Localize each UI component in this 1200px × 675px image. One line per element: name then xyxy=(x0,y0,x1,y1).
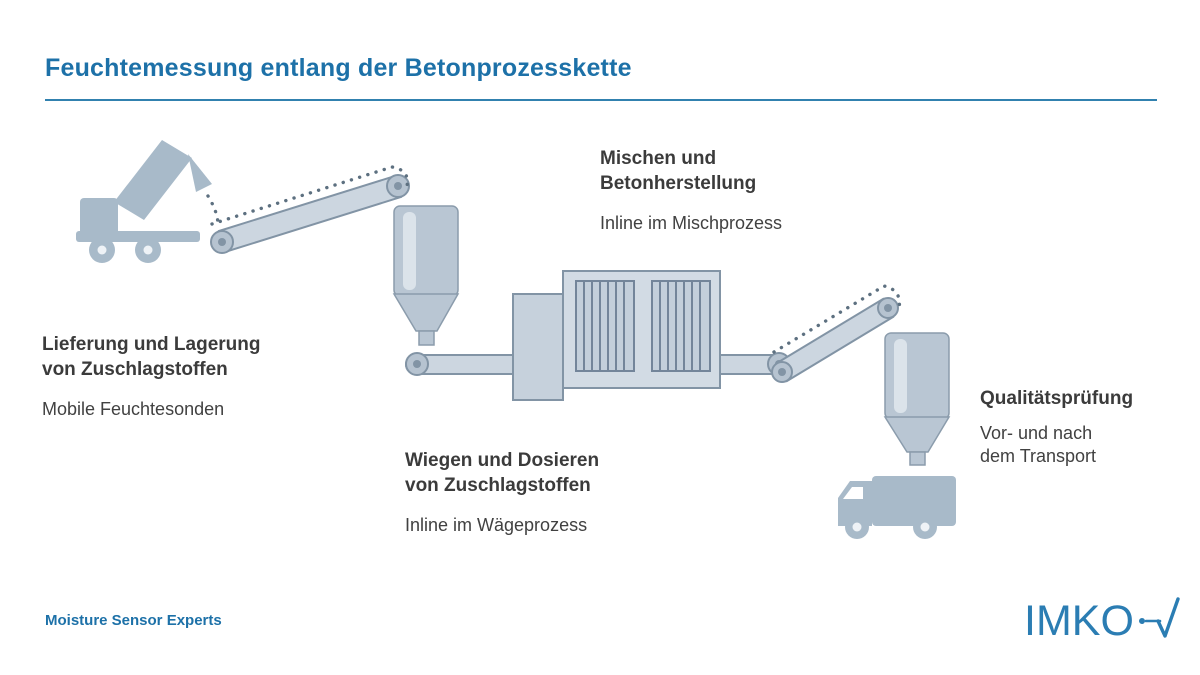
stage-mixing-subtext: Inline im Mischprozess xyxy=(600,213,783,234)
conveyor-belt-left-icon xyxy=(206,165,410,254)
page-title: Feuchtemessung entlang der Betonprozessk… xyxy=(45,54,632,82)
footer-tagline: Moisture Sensor Experts xyxy=(45,612,222,629)
stage-weighing-heading: Wiegen und Dosieren von Zuschlagstoffen xyxy=(405,450,600,497)
stage-weighing: Wiegen und Dosieren von Zuschlagstoffen … xyxy=(405,448,685,538)
stage-quality-heading: Qualitätsprüfung xyxy=(980,388,1134,409)
imko-logo-text: IMKO xyxy=(1024,597,1134,645)
silo-right-icon xyxy=(883,332,951,466)
conveyor-belt-right-icon xyxy=(771,284,902,383)
stage-weighing-subtext: Inline im Wägeprozess xyxy=(405,515,588,536)
stage-delivery: Lieferung und Lagerung von Zuschlagstoff… xyxy=(42,332,312,422)
delivery-truck-icon xyxy=(838,476,956,539)
title-divider xyxy=(45,99,1157,101)
mixer-icon xyxy=(512,270,721,401)
imko-logo: IMKO xyxy=(1024,592,1182,644)
stage-delivery-subtext: Mobile Feuchtesonden xyxy=(42,399,225,420)
stage-quality-subtext: Vor- und nach dem Transport xyxy=(980,423,1097,467)
silo-left-icon xyxy=(392,205,460,346)
dump-truck-icon xyxy=(76,140,212,263)
stage-mixing: Mischen und Betonherstellung Inline im M… xyxy=(600,146,880,236)
stage-delivery-heading: Lieferung und Lagerung von Zuschlagstoff… xyxy=(42,334,261,381)
imko-logo-mark xyxy=(1138,597,1180,638)
stage-mixing-heading: Mischen und Betonherstellung xyxy=(600,148,757,195)
stage-quality: Qualitätsprüfung Vor- und nach dem Trans… xyxy=(980,386,1180,469)
